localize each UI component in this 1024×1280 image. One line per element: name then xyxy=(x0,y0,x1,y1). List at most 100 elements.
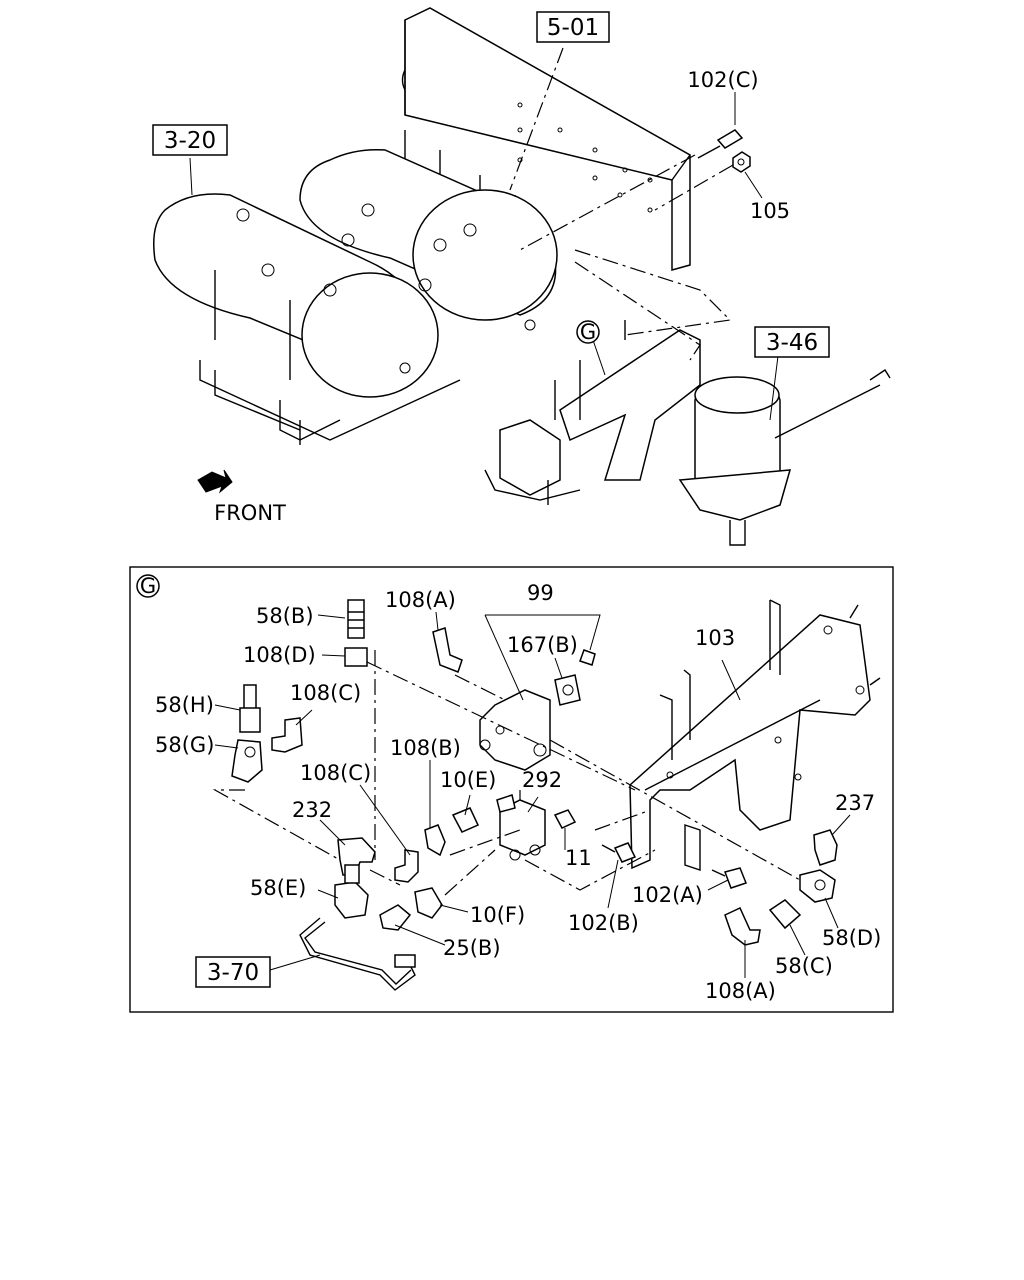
callout-102c: 102(C) xyxy=(687,68,758,92)
leader-10e xyxy=(464,794,471,816)
air-dryer xyxy=(678,369,891,546)
leader-3-46 xyxy=(769,355,779,421)
plug-11 xyxy=(553,809,577,829)
pipe-3-70 xyxy=(299,917,416,991)
fitting-58b xyxy=(347,599,365,639)
nut-line xyxy=(654,164,734,211)
svg-text:G: G xyxy=(580,320,596,344)
callout-108a-bot: 108(A) xyxy=(705,979,776,1003)
callout-103: 103 xyxy=(695,626,735,650)
detail-line-4 xyxy=(369,869,401,886)
leader-g xyxy=(592,339,606,376)
fitting-10e xyxy=(451,807,480,833)
nut-105 xyxy=(732,151,751,173)
fitting-58e xyxy=(334,864,369,919)
callout-108a-top: 108(A) xyxy=(385,588,456,612)
leader-3-20 xyxy=(189,157,193,196)
leader-167b xyxy=(554,657,563,679)
dryer-bracket-upper xyxy=(484,320,701,505)
leader-108c-mid xyxy=(359,784,411,856)
leader-105 xyxy=(744,171,763,199)
detail-line-10 xyxy=(454,674,506,701)
fitting-108b xyxy=(424,824,446,857)
detail-marker-g: G xyxy=(136,574,160,598)
ref-box-3-46: 3-46 xyxy=(754,326,830,358)
fitting-108a-top xyxy=(432,627,463,673)
leader-58c xyxy=(789,924,806,956)
ref-box-3-20: 3-20 xyxy=(152,124,228,156)
detail-line-3 xyxy=(212,789,341,861)
leader-99-valve xyxy=(484,614,524,701)
callout-58h: 58(H) xyxy=(155,693,214,717)
svg-text:3-70: 3-70 xyxy=(207,960,259,986)
detail-line-5 xyxy=(449,829,521,856)
callout-25b: 25(B) xyxy=(443,936,501,960)
callout-58g: 58(G) xyxy=(155,733,214,757)
fitting-108a-bot xyxy=(724,907,761,946)
leader-58g xyxy=(214,744,239,749)
air-tank-front xyxy=(153,193,477,398)
leader-102b xyxy=(607,859,619,909)
callout-108b: 108(B) xyxy=(390,736,461,760)
leader-237 xyxy=(831,814,851,836)
callout-167b: 167(B) xyxy=(507,633,578,657)
callout-58e: 58(E) xyxy=(250,876,306,900)
leader-58d xyxy=(824,897,839,929)
ref-box-3-70: 3-70 xyxy=(195,956,271,988)
leader-108c-top xyxy=(295,709,313,726)
leader-102a xyxy=(707,879,729,891)
leader-99-bracket xyxy=(485,614,601,651)
fitting-58g xyxy=(231,739,263,783)
leader-292 xyxy=(527,796,539,813)
fitting-167b xyxy=(579,649,596,666)
callout-58d: 58(D) xyxy=(822,926,881,950)
front-label: FRONT xyxy=(214,501,286,525)
leader-3-70 xyxy=(269,954,321,971)
detail-line-1 xyxy=(366,661,636,791)
frame-ref-line xyxy=(509,47,564,191)
fitting-108c-top xyxy=(271,717,303,753)
fitting-58c xyxy=(768,899,802,930)
bolt-102a xyxy=(711,867,747,889)
callout-10f: 10(F) xyxy=(470,903,525,927)
bracket-103 xyxy=(629,599,881,871)
switch-237 xyxy=(813,829,838,866)
bracket-pattern-2 xyxy=(574,261,701,361)
callout-102a: 102(A) xyxy=(632,883,703,907)
fitting-10f xyxy=(414,887,443,919)
callout-99: 99 xyxy=(527,581,554,605)
ref-box-5-01: 5-01 xyxy=(536,11,610,43)
callout-108c-top: 108(C) xyxy=(290,681,361,705)
detail-line-7 xyxy=(444,849,496,896)
detail-line-8 xyxy=(594,811,646,831)
callout-58c: 58(C) xyxy=(775,954,833,978)
callout-105: 105 xyxy=(750,199,790,223)
svg-text:3-46: 3-46 xyxy=(766,330,818,356)
leader-58h xyxy=(214,704,241,711)
callout-11: 11 xyxy=(565,846,592,870)
fitting-108c-mid xyxy=(394,849,419,883)
callout-102b: 102(B) xyxy=(568,911,639,935)
bolt-102b xyxy=(601,842,637,863)
tank-brackets xyxy=(199,130,516,445)
leader-108a-top xyxy=(435,611,439,631)
callout-108c-mid: 108(C) xyxy=(300,761,371,785)
leader-108d xyxy=(321,654,346,657)
bolt-102c xyxy=(697,129,744,159)
detail-marker-upper: G xyxy=(576,320,600,344)
callout-237: 237 xyxy=(835,791,875,815)
detail-frame xyxy=(129,566,894,1013)
front-arrow-icon xyxy=(197,469,233,494)
fitting-25b xyxy=(379,904,412,931)
solenoid-292 xyxy=(496,794,546,861)
frame-rail xyxy=(401,7,691,271)
leader-25b xyxy=(394,924,446,946)
leader-232 xyxy=(319,819,346,846)
callout-58b: 58(B) xyxy=(256,604,314,628)
leader-58b xyxy=(317,614,346,619)
callout-10e: 10(E) xyxy=(440,768,496,792)
fitting-108d xyxy=(344,647,368,667)
svg-text:5-01: 5-01 xyxy=(547,15,599,41)
air-tank-rear xyxy=(299,148,558,331)
